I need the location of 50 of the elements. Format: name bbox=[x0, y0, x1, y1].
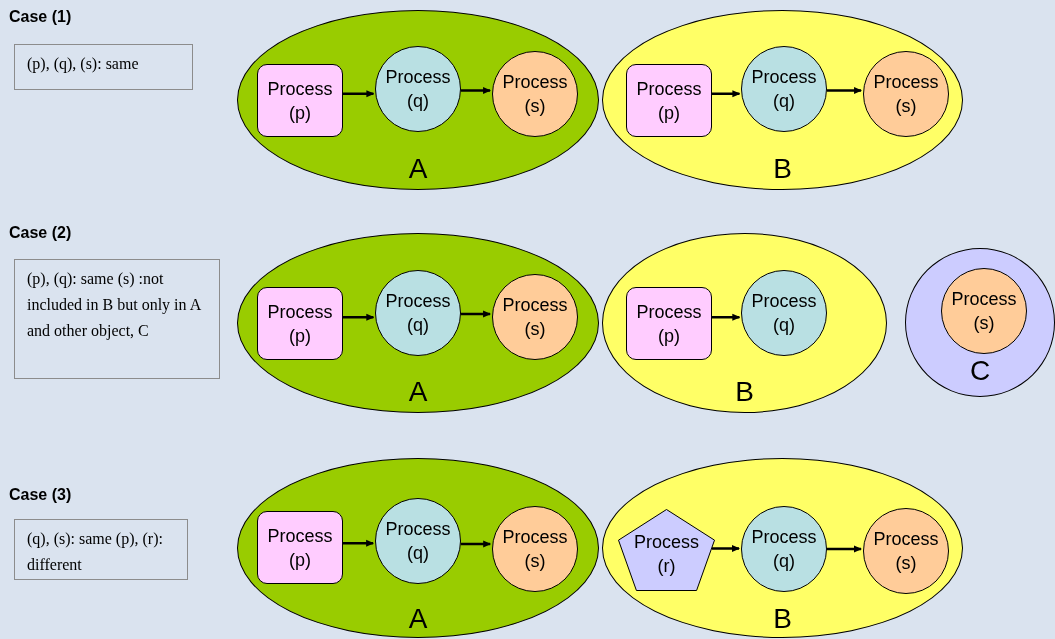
process-label: Process (p) bbox=[266, 300, 334, 348]
case-heading: Case (3) bbox=[9, 486, 72, 504]
process-label: Process (s) bbox=[501, 71, 569, 118]
case-heading: Case (2) bbox=[9, 224, 72, 242]
process-label: Process (r) bbox=[633, 531, 700, 578]
group-letter: B bbox=[772, 154, 793, 184]
group-letter: B bbox=[772, 604, 793, 634]
arrow bbox=[826, 87, 863, 94]
note-text: (p), (q): same (s) :not included in B but only in A and other object, C bbox=[14, 259, 220, 379]
arrow bbox=[712, 90, 741, 98]
process-label: Process (p) bbox=[266, 524, 334, 572]
process-label: Process (s) bbox=[501, 294, 569, 341]
process-box bbox=[257, 511, 343, 584]
process-circle bbox=[863, 51, 949, 137]
arrow bbox=[343, 90, 375, 98]
group-letter: A bbox=[407, 154, 429, 184]
arrow bbox=[343, 313, 375, 321]
process-box bbox=[257, 64, 343, 137]
group-letter: C bbox=[968, 356, 992, 386]
process-box bbox=[626, 64, 712, 137]
group-letter: A bbox=[407, 604, 429, 634]
arrow bbox=[460, 540, 492, 548]
arrow bbox=[343, 539, 375, 547]
note-text: (q), (s): same (p), (r): different bbox=[14, 519, 188, 580]
arrow bbox=[712, 313, 741, 321]
process-box bbox=[257, 287, 343, 360]
arrow bbox=[712, 545, 740, 552]
process-box bbox=[626, 287, 712, 360]
arrow bbox=[460, 87, 492, 94]
case-heading: Case (1) bbox=[9, 8, 72, 26]
process-label: Process (p) bbox=[635, 77, 703, 125]
group-letter: A bbox=[407, 377, 429, 407]
process-label: Process (p) bbox=[635, 300, 703, 348]
note-text: (p), (q), (s): same bbox=[14, 44, 193, 90]
arrow bbox=[460, 310, 492, 318]
process-label: Process (q) bbox=[750, 526, 818, 573]
arrow bbox=[827, 545, 862, 553]
process-label: Process (q) bbox=[384, 290, 452, 337]
process-label: Process (p) bbox=[266, 77, 334, 125]
group-letter: B bbox=[734, 377, 755, 407]
process-label: Process (s) bbox=[872, 71, 940, 118]
process-pentagon bbox=[618, 509, 715, 591]
process-label: Process (q) bbox=[750, 66, 818, 113]
process-label: Process (q) bbox=[750, 290, 818, 337]
process-label: Process (s) bbox=[950, 288, 1018, 335]
process-label: Process (s) bbox=[501, 526, 569, 573]
process-circle bbox=[863, 508, 949, 594]
process-label: Process (s) bbox=[872, 528, 940, 575]
process-label: Process (q) bbox=[384, 518, 452, 565]
process-label: Process (q) bbox=[384, 66, 452, 113]
